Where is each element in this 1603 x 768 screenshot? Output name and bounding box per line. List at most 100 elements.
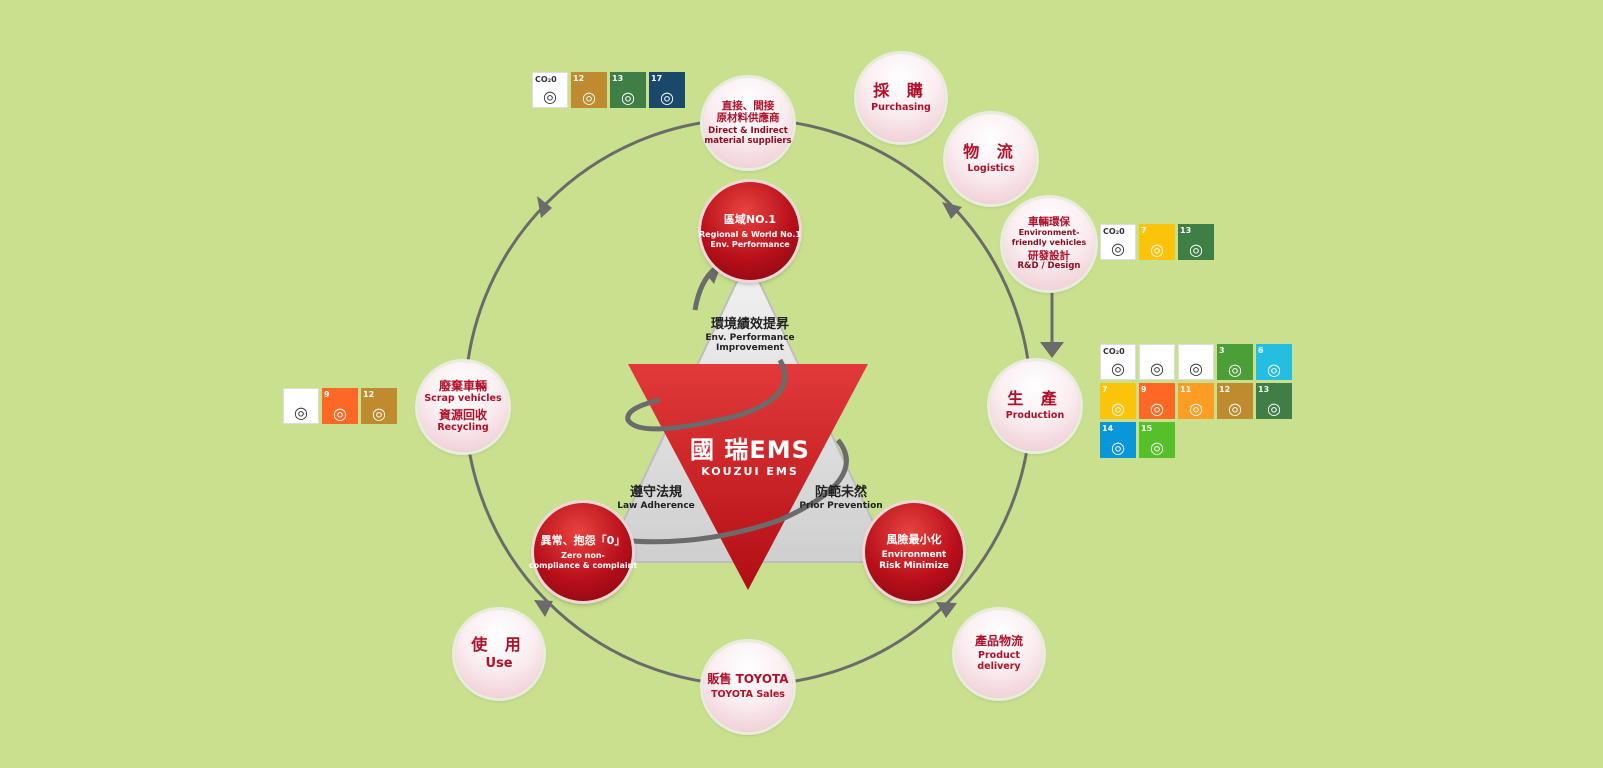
triangle-label-left: 遵守法規 Law Adherence	[614, 485, 698, 511]
node-use-zh: 使 用	[471, 634, 527, 654]
sdg-symbol-icon: ◎	[1228, 399, 1242, 418]
sdg-symbol-icon: ◎	[1189, 359, 1203, 378]
node-design-en2: R&D / Design	[1017, 260, 1081, 271]
sdg-icon: 14 ◎	[1100, 422, 1136, 458]
node-delivery-zh: 產品物流	[974, 634, 1023, 649]
red-circle-top-t1: 區域NO.1	[723, 212, 777, 226]
sdg-icon: 6◎	[1256, 344, 1292, 380]
arrow-head-top-left	[537, 196, 552, 218]
arrow-head-bottom-right	[936, 602, 957, 618]
sdg-icon-label: 13	[1258, 385, 1270, 394]
sdg-symbol-icon: ◎	[1267, 399, 1281, 418]
sdg-symbol-icon: ◎	[1111, 399, 1125, 418]
sdg-symbol-icon: ◎	[1189, 240, 1203, 259]
node-purchasing: 採 購 Purchasing	[857, 54, 945, 142]
red-circle-left-t2: Zero non- compliance & complaint	[528, 551, 638, 570]
node-purchasing-en: Purchasing	[871, 101, 931, 113]
arrow-head-top-right	[942, 202, 962, 219]
sdg-symbol-icon: ◎	[582, 88, 596, 107]
sdg-icon: ◎	[283, 388, 319, 424]
sdg-symbol-icon: ◎	[621, 88, 635, 107]
sdg-symbol-icon: ◎	[333, 404, 347, 423]
top-curved-arrow	[692, 266, 718, 311]
red-circle-left: 異常、抱怨「0」 Zero non- compliance & complain…	[529, 503, 637, 601]
sdg-icon: 12◎	[571, 72, 607, 108]
sdg-icon: CO₂0◎	[532, 72, 568, 108]
sdg-icon: 17◎	[649, 72, 685, 108]
node-design: 車輛環保 Environment- friendly vehicles 研發設計…	[1003, 198, 1095, 290]
red-circle-right: 風險最小化 Environment Risk Minimize	[865, 503, 963, 601]
sdg-symbol-icon: ◎	[1189, 399, 1203, 418]
sdg-icon-label: 3	[1219, 346, 1225, 355]
sdg-icon-label: 12	[1219, 385, 1231, 394]
sdg-icon-label: 7	[1102, 385, 1108, 394]
sdg-icon: 13 ◎	[610, 72, 646, 108]
sdg-icon-label: 13	[1180, 226, 1192, 235]
swirl-upper	[625, 358, 788, 432]
sdg-icon-label: 17	[651, 74, 663, 83]
sdg-icon-label: CO₂0	[1103, 227, 1125, 236]
sdg-symbol-icon: ◎	[1111, 359, 1125, 378]
arrow-head-bottom-left	[534, 600, 553, 617]
triangle-label-top-zh: 環境績效提昇	[710, 317, 789, 332]
sdg-symbol-icon: ◎	[1267, 360, 1281, 379]
node-design-zh2: 研發設計	[1028, 249, 1070, 262]
sdg-symbol-icon: ◎	[1150, 240, 1164, 259]
node-production-en: Production	[1005, 409, 1065, 421]
sdg-icon-label: 14	[1102, 424, 1114, 433]
sdg-icon-label: 6	[1258, 346, 1264, 355]
node-suppliers: 直接、間接 原材料供應商 Direct & Indirect material …	[703, 78, 793, 168]
node-recycling-zh2: 資源回收	[438, 408, 487, 422]
sdg-icon: CO₂0 ◎	[1100, 224, 1136, 260]
node-use-en: Use	[485, 656, 513, 672]
node-sales-zh: 販售 TOYOTA	[707, 672, 789, 687]
sdg-icon: CO₂0◎	[1100, 344, 1136, 380]
triangle-label-right-en: Prior Prevention	[799, 500, 883, 511]
red-circle-right-t1: 風險最小化	[886, 532, 942, 546]
sdg-symbol-icon: ◎	[543, 87, 557, 106]
sdg-icon: ◎	[1178, 344, 1214, 380]
sdg-symbol-icon: ◎	[1228, 360, 1242, 379]
triangle-label-right: 防範未然 Prior Prevention	[796, 485, 886, 511]
node-sales: 販售 TOYOTA TOYOTA Sales	[703, 642, 793, 732]
triangle-label-left-en: Law Adherence	[617, 500, 695, 511]
sdg-icon-label: 7	[1141, 226, 1147, 235]
node-purchasing-zh: 採 購	[873, 81, 929, 101]
ems-title: 國 瑞EMS	[690, 436, 810, 464]
node-logistics: 物 流 Logistics	[946, 114, 1036, 204]
sdg-symbol-icon: ◎	[294, 403, 308, 422]
sdg-icon-label: 9	[324, 390, 330, 399]
sdg-symbol-icon: ◎	[1111, 438, 1125, 457]
sdg-icon: 11 ◎	[1178, 383, 1214, 419]
red-inverted-triangle	[628, 364, 868, 590]
sdg-icon: 15◎	[1139, 422, 1175, 458]
red-circle-top-t2: Regional & World No.1 Env. Performance	[699, 230, 801, 249]
node-recycling-en1: Scrap vehicles	[424, 393, 502, 405]
node-use: 使 用 Use	[455, 610, 543, 698]
node-design-en1: Environment- friendly vehicles	[1011, 228, 1087, 247]
sdg-symbol-icon: ◎	[372, 404, 386, 423]
sdg-icon-label: 9	[1141, 385, 1147, 394]
node-recycling-en2: Recycling	[437, 421, 489, 433]
node-recycling-zh1: 廢棄車輛	[438, 379, 487, 394]
sdg-icon: ◎	[1139, 344, 1175, 380]
node-recycling: 廢棄車輛 Scrap vehicles 資源回收 Recycling	[418, 362, 508, 452]
sdg-symbol-icon: ◎	[1111, 239, 1125, 258]
sdg-icon: 12 ◎	[361, 388, 397, 424]
ems-subtitle: KOUZUI EMS	[701, 465, 799, 478]
triangle-label-top: 環境績效提昇 Env. Performance Improvement	[690, 317, 810, 354]
node-production-zh: 生 產	[1007, 389, 1063, 409]
node-delivery-en: Product delivery	[977, 649, 1021, 672]
sdg-icon-label: 11	[1180, 385, 1192, 394]
sdg-symbol-icon: ◎	[1150, 438, 1164, 457]
ems-center-label: 國 瑞EMS KOUZUI EMS	[680, 430, 820, 478]
node-delivery: 產品物流 Product delivery	[955, 610, 1043, 698]
top-curved-arrow-head	[706, 268, 720, 284]
sdg-icon-label: 13	[612, 74, 624, 83]
node-design-zh1: 車輛環保	[1028, 216, 1070, 229]
sdg-icon-label: 12	[363, 390, 375, 399]
triangle-label-right-zh: 防範未然	[814, 485, 867, 500]
sdg-icon: 7◎	[1139, 224, 1175, 260]
